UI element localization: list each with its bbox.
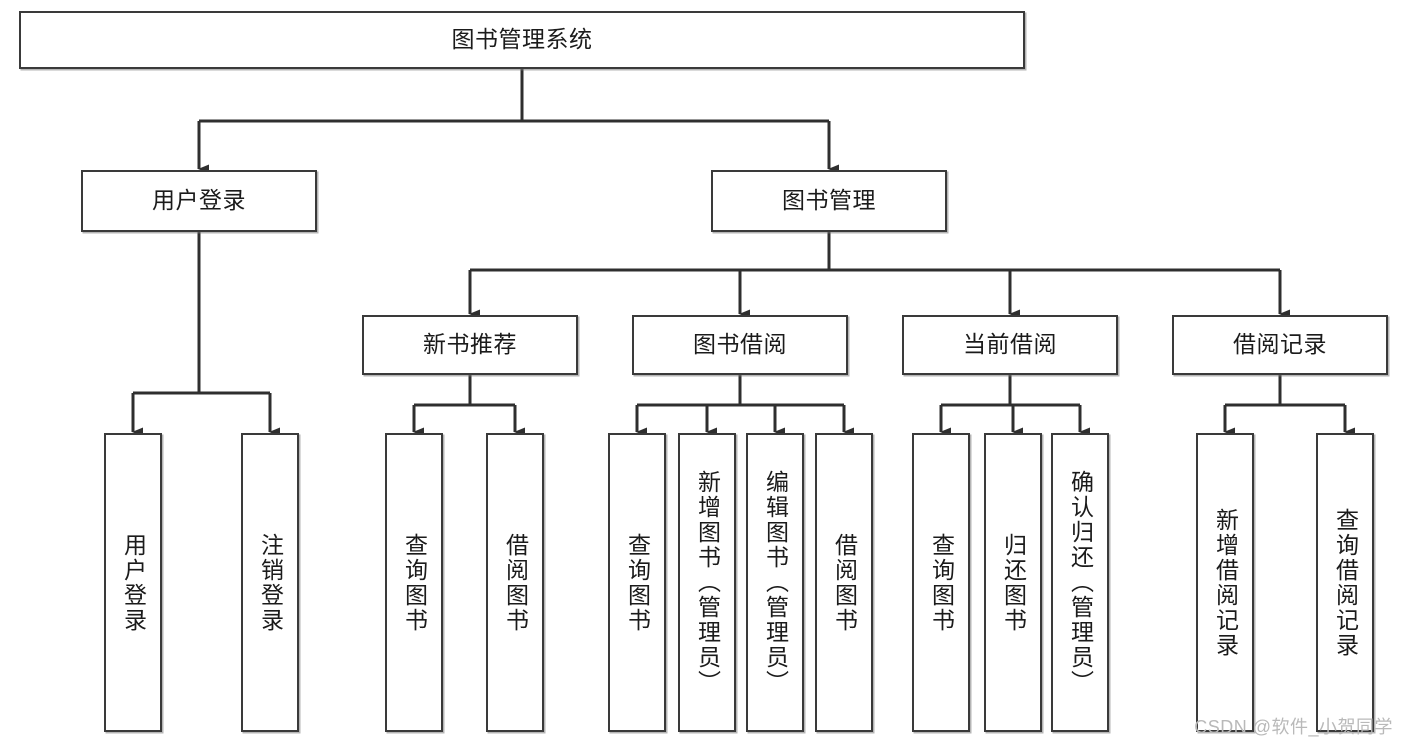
node-label: 借阅图书 [502,532,529,633]
node-label: 确认归还（管理员） [1067,470,1094,695]
node-label: 借阅图书 [831,532,858,633]
node-user-login[interactable]: 用户登录 [81,170,317,232]
node-label: 归还图书 [1000,532,1027,633]
node-label: 新增图书（管理员） [694,470,721,695]
node-leaf-query-borrow-record[interactable]: 查询借阅记录 [1316,433,1374,732]
node-leaf-add-book[interactable]: 新增图书（管理员） [678,433,736,732]
watermark-text: CSDN @软件_小贺同学 [1194,717,1393,737]
node-label: 用户登录 [120,532,147,633]
node-label: 查询图书 [401,532,428,633]
node-leaf-user-login[interactable]: 用户登录 [104,433,162,732]
node-label: 编辑图书（管理员） [762,470,789,695]
node-book-borrow[interactable]: 图书借阅 [632,315,848,375]
node-label: 借阅记录 [1233,331,1327,358]
node-label: 图书管理 [782,187,876,214]
node-leaf-borrow-book-2[interactable]: 借阅图书 [815,433,873,732]
node-label: 用户登录 [152,187,246,214]
node-label: 注销登录 [257,532,284,633]
node-label: 查询图书 [624,532,651,633]
node-label: 查询图书 [928,532,955,633]
node-leaf-query-book-1[interactable]: 查询图书 [385,433,443,732]
node-book-manage[interactable]: 图书管理 [711,170,947,232]
node-label: 图书管理系统 [451,26,593,53]
node-label: 当前借阅 [963,331,1057,358]
node-label: 新书推荐 [423,331,517,358]
node-leaf-user-logout[interactable]: 注销登录 [241,433,299,732]
node-current-borrow[interactable]: 当前借阅 [902,315,1118,375]
node-root-system[interactable]: 图书管理系统 [19,11,1025,69]
node-leaf-borrow-book-1[interactable]: 借阅图书 [486,433,544,732]
node-label: 查询借阅记录 [1332,507,1359,658]
node-leaf-add-borrow-record[interactable]: 新增借阅记录 [1196,433,1254,732]
node-borrow-record[interactable]: 借阅记录 [1172,315,1388,375]
node-leaf-query-book-3[interactable]: 查询图书 [912,433,970,732]
node-leaf-confirm-return[interactable]: 确认归还（管理员） [1051,433,1109,732]
node-new-book-recommend[interactable]: 新书推荐 [362,315,578,375]
node-leaf-edit-book[interactable]: 编辑图书（管理员） [746,433,804,732]
node-label: 新增借阅记录 [1212,507,1239,658]
node-label: 图书借阅 [693,331,787,358]
node-leaf-query-book-2[interactable]: 查询图书 [608,433,666,732]
node-leaf-return-book[interactable]: 归还图书 [984,433,1042,732]
